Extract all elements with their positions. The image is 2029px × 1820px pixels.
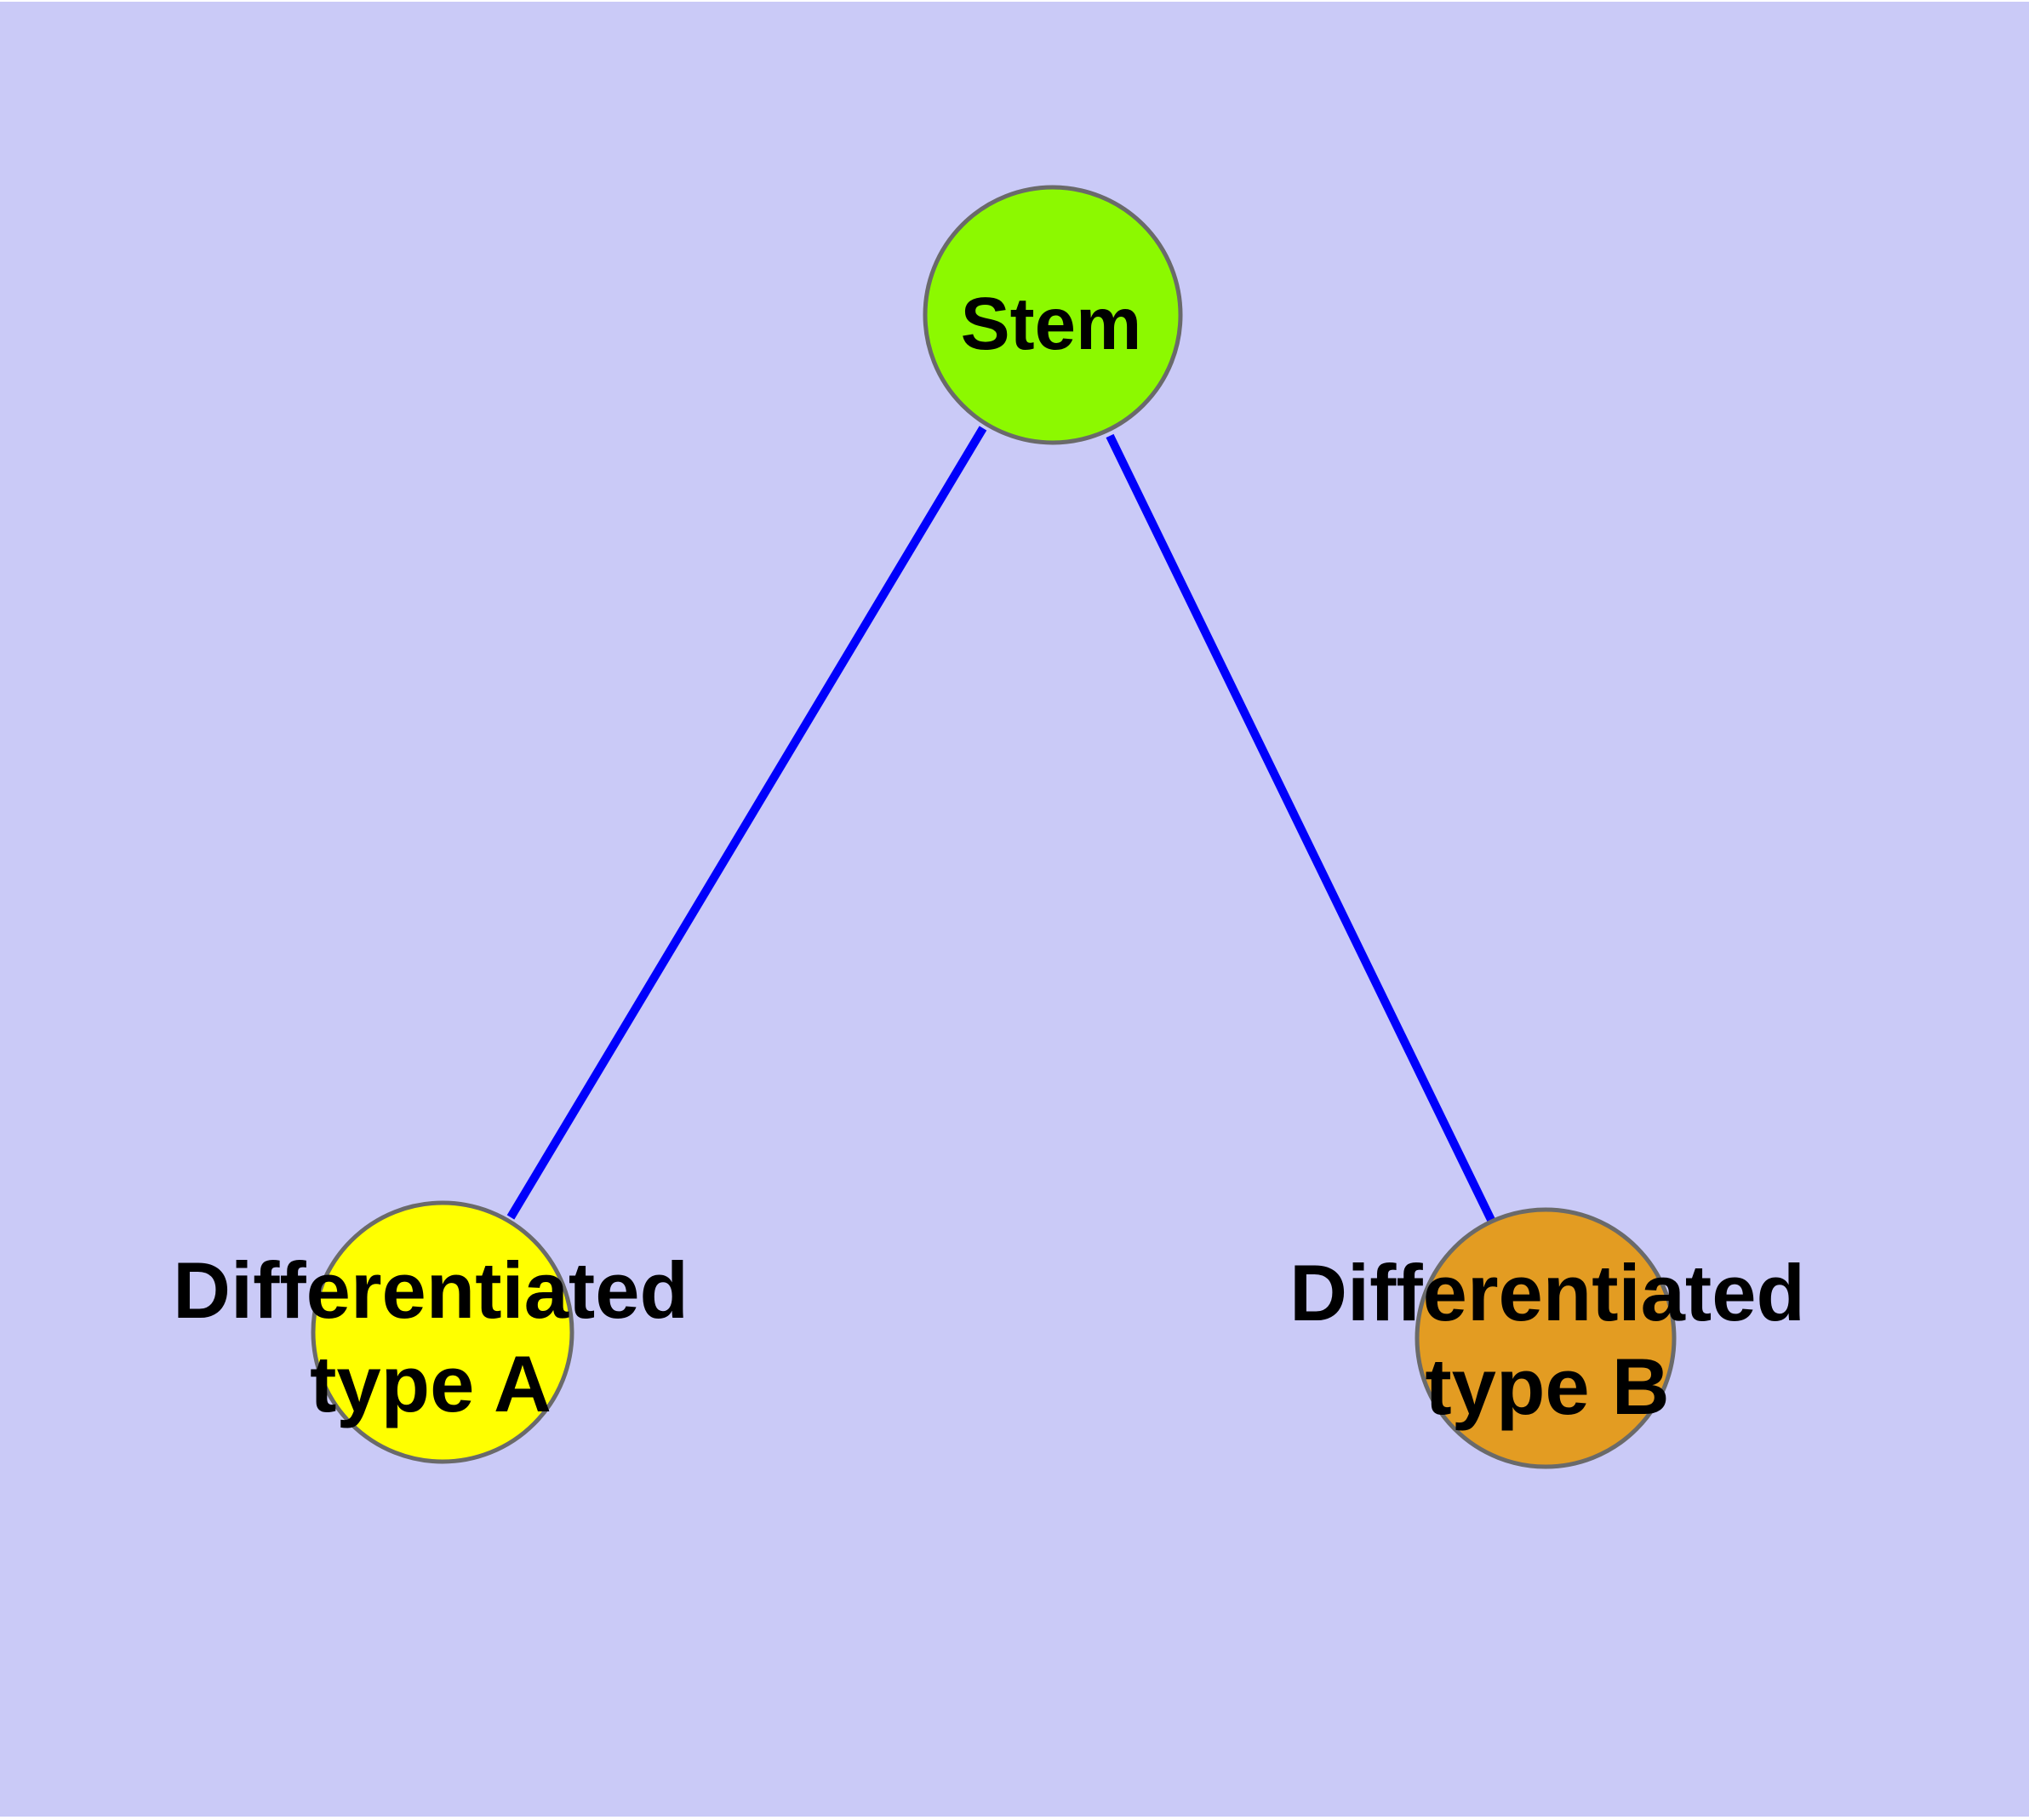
node-type-b-label-line1: Differentiated — [1289, 1248, 1805, 1337]
node-stem — [923, 185, 1183, 445]
node-type-a-label-line1: Differentiated — [173, 1245, 689, 1335]
node-differentiated-type-b — [1415, 1207, 1677, 1469]
node-type-b-label-line2: type B — [1425, 1342, 1669, 1431]
edge-stem-to-type-a — [506, 426, 987, 1220]
edge-stem-to-type-b — [1106, 433, 1495, 1222]
node-differentiated-type-a — [311, 1200, 574, 1464]
node-type-a-label-line2: type A — [310, 1339, 552, 1428]
node-stem-label: Stem — [961, 283, 1142, 365]
